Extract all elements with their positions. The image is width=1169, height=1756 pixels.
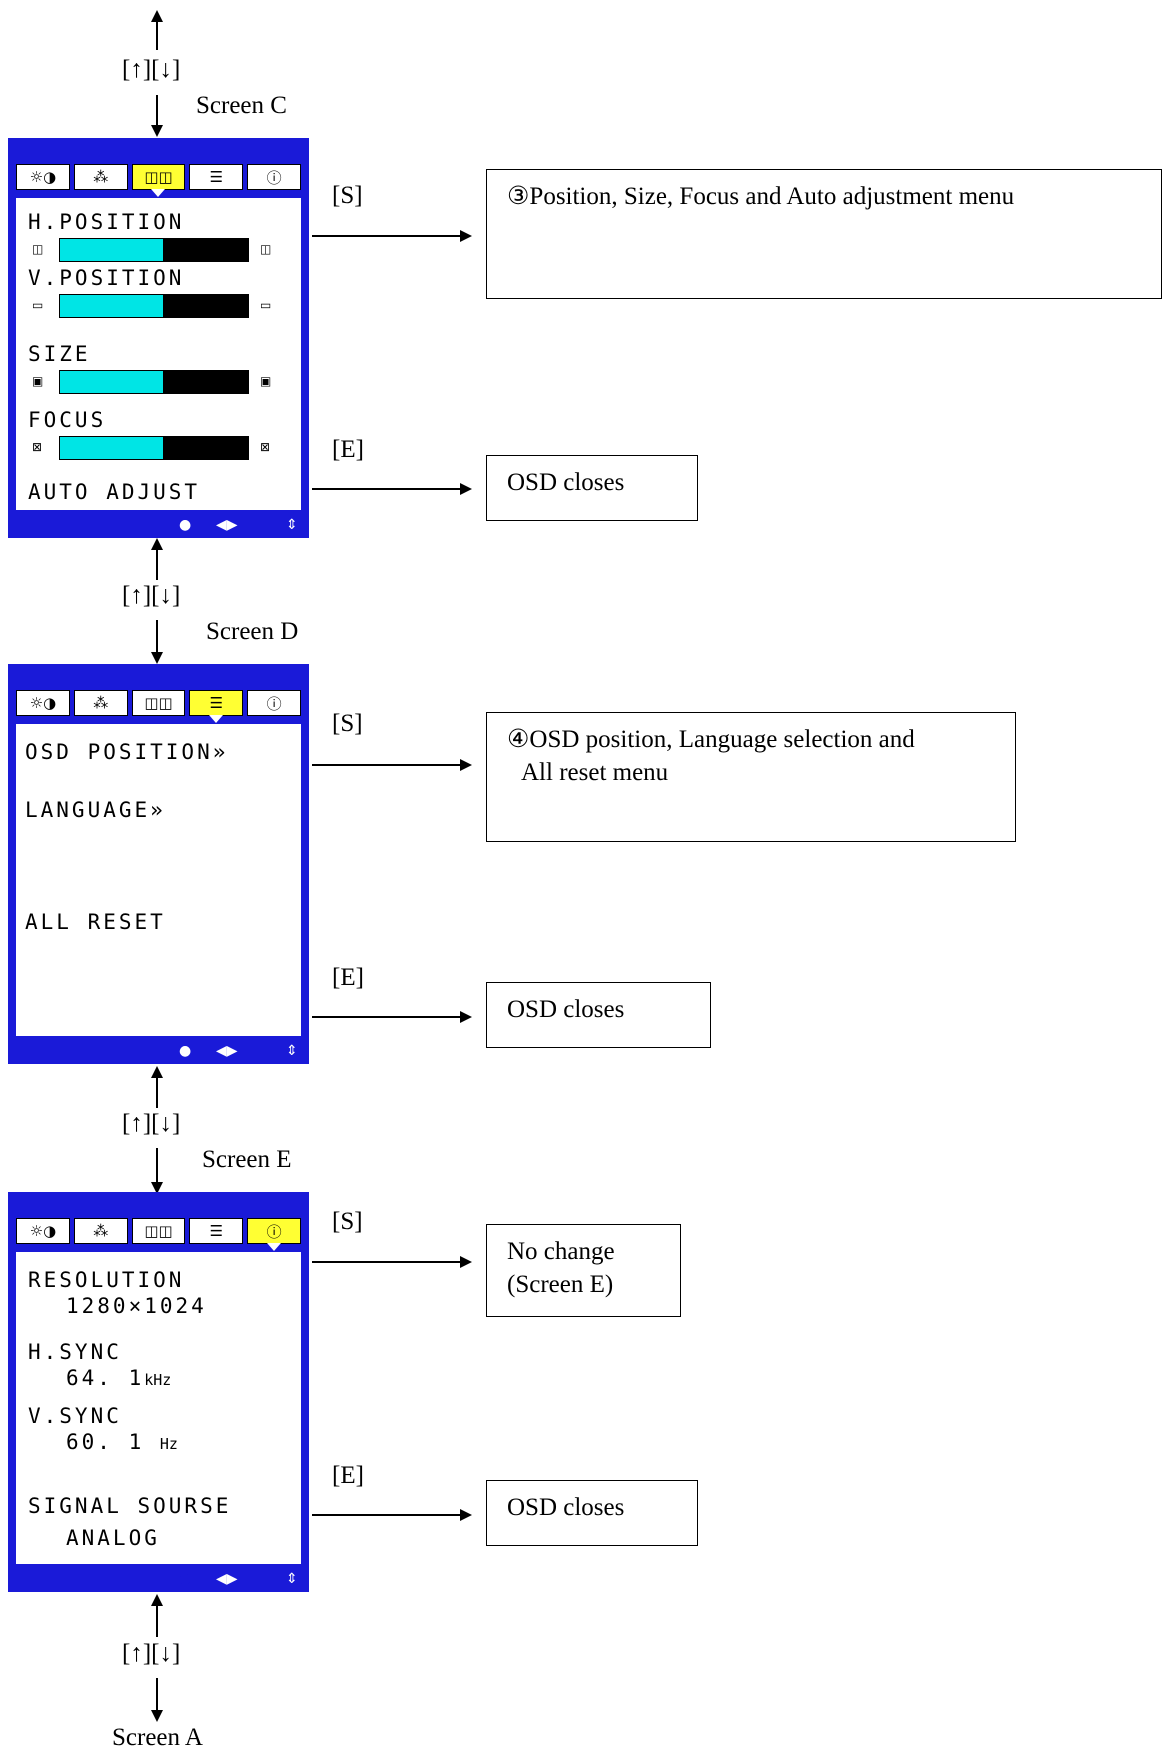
up-down-arrows-icon: ⇕ [286, 1571, 298, 1587]
result-box-no-change: No change (Screen E) [486, 1224, 681, 1317]
osd-screen-e: ☼◑ ⁂ ◫◫ ☰ ⓘ RESOLUTION 1280×1024 H.SYNC … [8, 1192, 309, 1592]
v-position-label: V.POSITION [28, 266, 185, 290]
focus-low-icon: ⊠ [32, 440, 43, 454]
v-position-up-icon: ▭ [260, 298, 272, 312]
color-icon[interactable]: ⁂ [73, 1218, 128, 1244]
select-dot-icon: ● [179, 1043, 192, 1059]
osd-panel: RESOLUTION 1280×1024 H.SYNC 64. 1kHz V.S… [16, 1252, 301, 1564]
resolution-value: 1280×1024 [66, 1294, 207, 1318]
nav-label: [↑][↓] [122, 1110, 181, 1137]
vsync-unit: Hz [159, 1435, 178, 1453]
hsync-label: H.SYNC [28, 1340, 122, 1364]
osd-position-item[interactable]: OSD POSITION» [25, 740, 229, 764]
auto-adjust-item[interactable]: AUTO ADJUST [28, 480, 201, 504]
size-slider[interactable] [59, 370, 249, 394]
left-right-arrows-icon: ◀▶ [216, 517, 238, 533]
result-text: (Screen E) [507, 1271, 614, 1298]
color-icon[interactable]: ⁂ [73, 164, 128, 190]
signal-source-value: ANALOG [66, 1526, 160, 1550]
vsync-number: 60. 1 [66, 1430, 145, 1454]
result-box-osd-closes: OSD closes [486, 455, 698, 521]
e-key-label: [E] [332, 964, 364, 991]
result-box-osd-closes: OSD closes [486, 982, 711, 1048]
result-text: No change [507, 1238, 615, 1265]
size-label: SIZE [28, 342, 91, 366]
result-text: OSD closes [507, 996, 625, 1023]
osd-panel: OSD POSITION» LANGUAGE» ALL RESET [16, 724, 301, 1036]
result-text: All reset menu [521, 759, 669, 786]
settings-icon[interactable]: ☰ [189, 690, 244, 723]
resolution-label: RESOLUTION [28, 1268, 185, 1292]
hsync-value: 64. 1kHz [66, 1366, 171, 1390]
position-size-icon[interactable]: ◫◫ [131, 1218, 186, 1244]
position-size-icon[interactable]: ◫◫ [131, 690, 186, 716]
osd-tab-bar: ☼◑ ⁂ ◫◫ ☰ ⓘ [16, 690, 301, 723]
screen-d-title: Screen D [206, 618, 299, 645]
v-position-down-icon: ▭ [32, 298, 44, 312]
vsync-value: 60. 1 Hz [66, 1430, 178, 1454]
result-box-position-menu: ③Position, Size, Focus and Auto adjustme… [486, 169, 1162, 299]
s-key-label: [S] [332, 710, 363, 737]
osd-tab-bar: ☼◑ ⁂ ◫◫ ☰ ⓘ [16, 1218, 301, 1251]
up-down-arrows-icon: ⇕ [286, 517, 298, 533]
language-item[interactable]: LANGUAGE» [25, 798, 166, 822]
s-key-label: [S] [332, 182, 363, 209]
brightness-contrast-icon[interactable]: ☼◑ [16, 690, 70, 716]
result-text: ③Position, Size, Focus and Auto adjustme… [507, 183, 1015, 210]
info-icon[interactable]: ⓘ [247, 1218, 301, 1251]
screen-e-title: Screen E [202, 1146, 292, 1173]
hsync-unit: kHz [144, 1371, 172, 1389]
select-dot-icon: ● [179, 1571, 192, 1587]
h-position-slider[interactable] [59, 238, 249, 262]
settings-icon[interactable]: ☰ [189, 164, 244, 190]
e-key-label: [E] [332, 1462, 364, 1489]
settings-icon[interactable]: ☰ [189, 1218, 244, 1244]
osd-footer: ● ◀▶ ⇕ [8, 1568, 309, 1592]
h-position-label: H.POSITION [28, 210, 185, 234]
screen-a-title: Screen A [112, 1724, 203, 1751]
size-large-icon: ▣ [260, 374, 272, 388]
focus-slider[interactable] [59, 436, 249, 460]
all-reset-item[interactable]: ALL RESET [25, 910, 166, 934]
focus-label: FOCUS [28, 408, 107, 432]
osd-tab-bar: ☼◑ ⁂ ◫◫ ☰ ⓘ [16, 164, 301, 197]
nav-label: [↑][↓] [122, 582, 181, 609]
osd-footer: ● ◀▶ ⇕ [8, 514, 309, 538]
osd-panel: H.POSITION ◫ ◫ V.POSITION ▭ ▭ SIZE ▣ ▣ F… [16, 198, 301, 510]
e-key-label: [E] [332, 436, 364, 463]
result-text: OSD closes [507, 469, 625, 496]
signal-source-label: SIGNAL SOURSE [28, 1494, 232, 1518]
h-position-right-icon: ◫ [260, 242, 272, 256]
result-box-osd-menu: ④OSD position, Language selection and Al… [486, 712, 1016, 842]
vsync-label: V.SYNC [28, 1404, 122, 1428]
nav-label: [↑][↓] [122, 56, 181, 83]
position-size-icon[interactable]: ◫◫ [131, 164, 186, 197]
brightness-contrast-icon[interactable]: ☼◑ [16, 1218, 70, 1244]
left-right-arrows-icon: ◀▶ [216, 1043, 238, 1059]
brightness-contrast-icon[interactable]: ☼◑ [16, 164, 70, 190]
osd-screen-d: ☼◑ ⁂ ◫◫ ☰ ⓘ OSD POSITION» LANGUAGE» ALL … [8, 664, 309, 1064]
color-icon[interactable]: ⁂ [73, 690, 128, 716]
result-text: OSD closes [507, 1494, 625, 1521]
up-down-arrows-icon: ⇕ [286, 1043, 298, 1059]
size-small-icon: ▣ [32, 374, 44, 388]
left-right-arrows-icon: ◀▶ [216, 1571, 238, 1587]
h-position-left-icon: ◫ [32, 242, 44, 256]
s-key-label: [S] [332, 1208, 363, 1235]
info-icon[interactable]: ⓘ [247, 164, 301, 190]
select-dot-icon: ● [179, 517, 192, 533]
focus-high-icon: ⊠ [260, 440, 271, 454]
info-icon[interactable]: ⓘ [247, 690, 301, 716]
osd-footer: ● ◀▶ ⇕ [8, 1040, 309, 1064]
hsync-number: 64. 1 [66, 1366, 145, 1390]
osd-screen-c: ☼◑ ⁂ ◫◫ ☰ ⓘ H.POSITION ◫ ◫ V.POSITION ▭ … [8, 138, 309, 538]
result-text: ④OSD position, Language selection and [507, 726, 915, 753]
result-box-osd-closes: OSD closes [486, 1480, 698, 1546]
nav-label: [↑][↓] [122, 1640, 181, 1667]
screen-c-title: Screen C [196, 92, 287, 119]
v-position-slider[interactable] [59, 294, 249, 318]
